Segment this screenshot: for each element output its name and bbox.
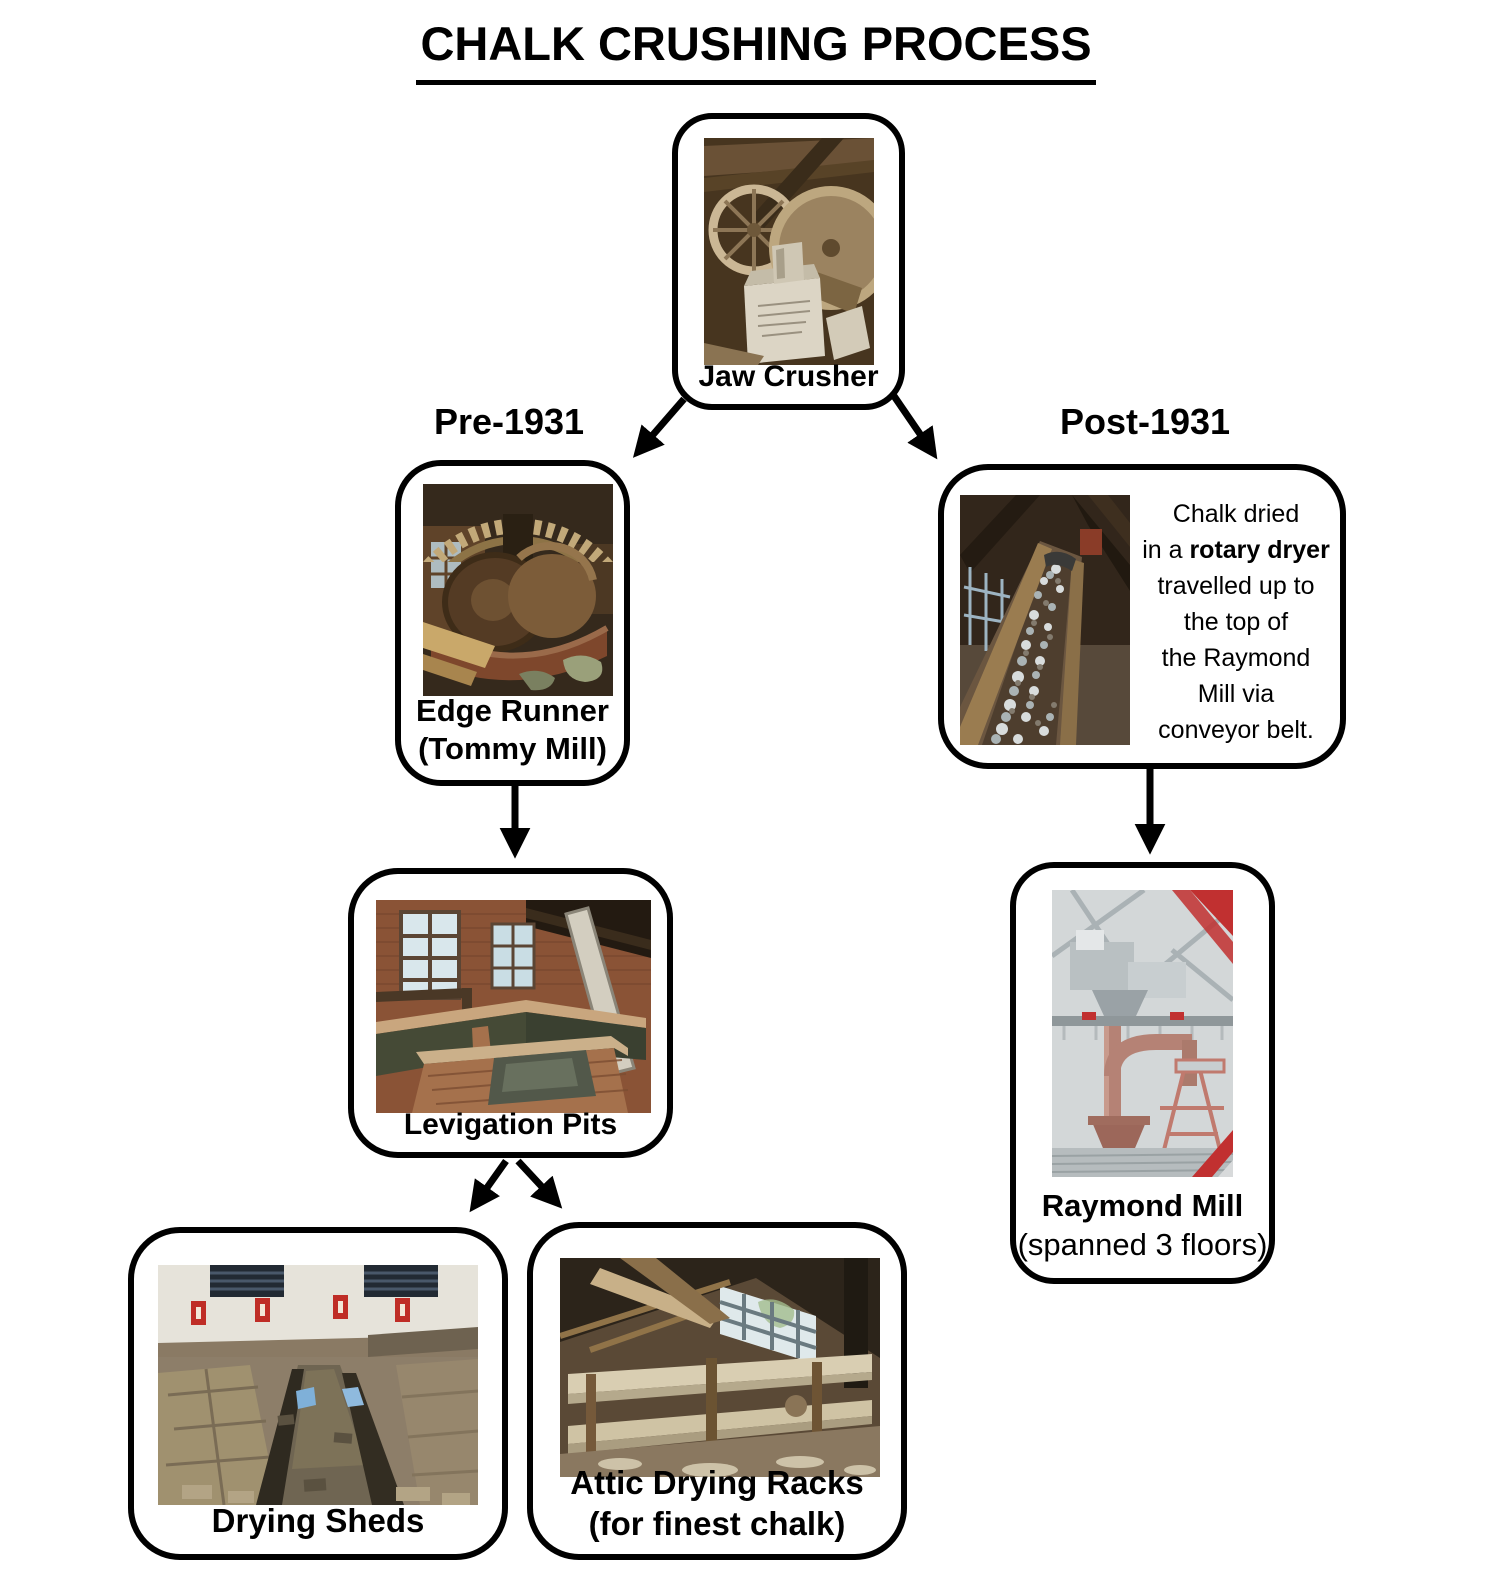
- edge-runner-label: Edge Runner (Tommy Mill): [416, 693, 609, 766]
- node-edge-runner: Edge Runner (Tommy Mill): [395, 460, 630, 786]
- branch-label-pre-1931: Pre-1931: [433, 401, 585, 442]
- node-drying-sheds: Drying Sheds: [128, 1227, 508, 1560]
- raymond-mill-label: Raymond Mill (spanned 3 floors): [1017, 1188, 1268, 1262]
- conveyor-belt-photo: [960, 495, 1130, 745]
- raymond-mill-photo: [1052, 890, 1233, 1177]
- attic-drying-racks-label: Attic Drying Racks (for finest chalk): [570, 1464, 864, 1542]
- arrow-pits-to-attic-racks: [515, 1158, 563, 1209]
- node-jaw-crusher: Jaw Crusher: [672, 113, 905, 410]
- jaw-crusher-label: Jaw Crusher: [698, 360, 879, 393]
- arrow-pits-to-drying-sheds: [469, 1158, 509, 1213]
- attic-drying-racks-photo: [560, 1258, 880, 1477]
- node-rotary-dryer: Chalk dried in a rotary dryer travelled …: [938, 464, 1346, 769]
- drying-sheds-photo: [158, 1265, 478, 1505]
- levigation-pits-photo: [376, 900, 651, 1113]
- arrow-jaw-to-edge-runner: [632, 396, 687, 458]
- levigation-pits-label: Levigation Pits: [403, 1108, 618, 1141]
- branch-label-post-1931: Post-1931: [1059, 401, 1231, 442]
- edge-runner-photo: [423, 484, 613, 696]
- rotary-dryer-note: Chalk dried in a rotary dryer travelled …: [1142, 500, 1330, 744]
- diagram-title: CHALK CRUSHING PROCESS: [416, 16, 1096, 85]
- diagram-title-wrap: CHALK CRUSHING PROCESS: [0, 16, 1500, 85]
- node-levigation-pits: Levigation Pits: [348, 868, 673, 1158]
- node-raymond-mill: Raymond Mill (spanned 3 floors): [1010, 862, 1275, 1284]
- drying-sheds-label: Drying Sheds: [211, 1502, 425, 1539]
- arrow-jaw-to-rotary-dryer: [891, 394, 938, 460]
- jaw-crusher-photo: [704, 138, 874, 365]
- node-attic-drying-racks: Attic Drying Racks (for finest chalk): [527, 1222, 907, 1560]
